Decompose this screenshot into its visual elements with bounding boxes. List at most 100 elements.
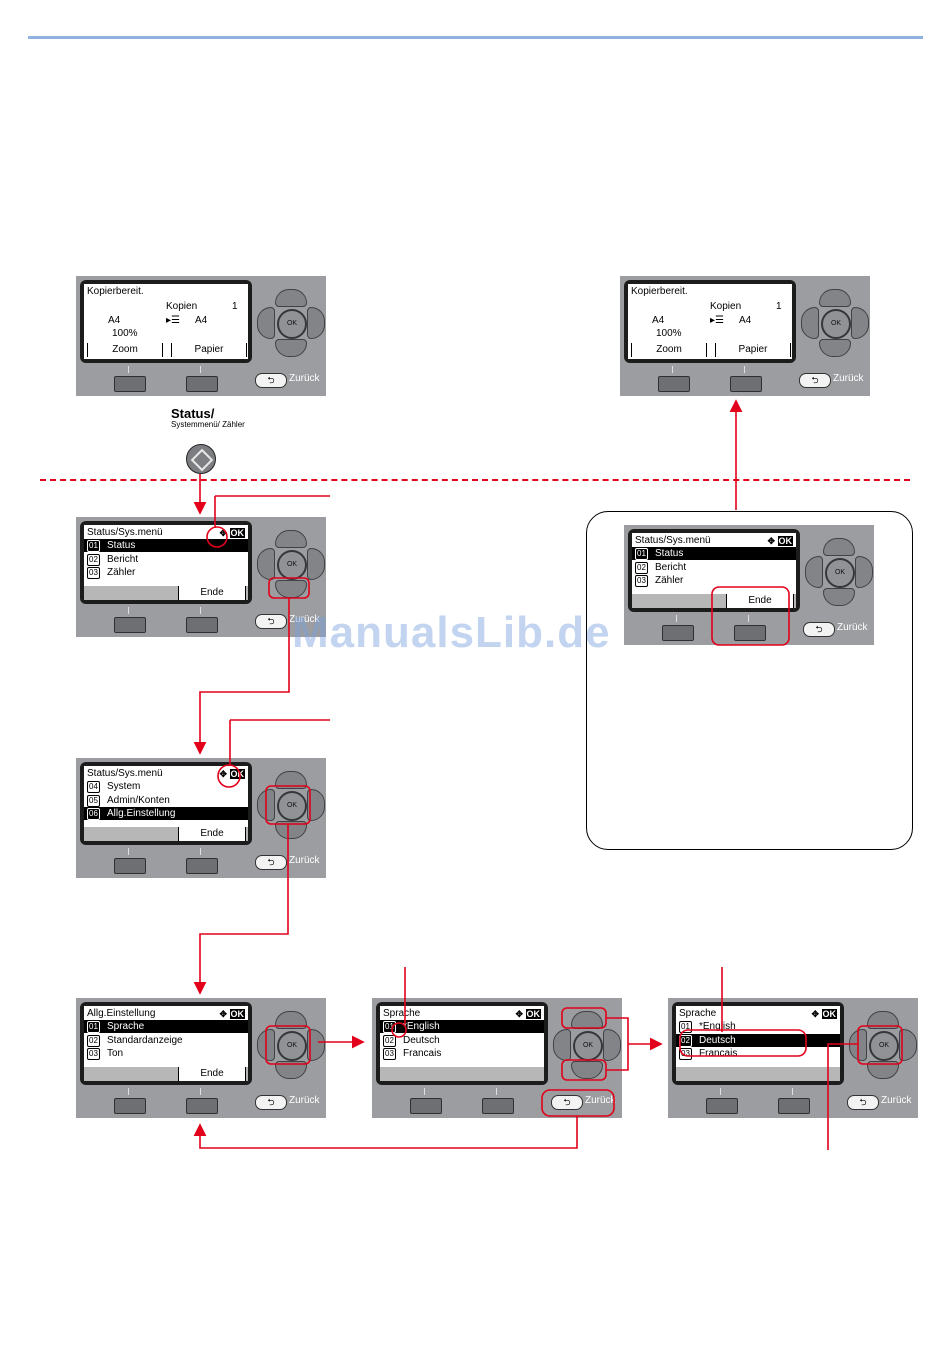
ok-key[interactable]: OK <box>869 1031 899 1061</box>
row-number: 06 <box>87 808 100 820</box>
softkey-left[interactable] <box>114 376 146 392</box>
screen-title: Status/Sys.menü <box>87 768 163 779</box>
menu-row[interactable]: 01 Status <box>632 547 796 560</box>
left-paper: A4 <box>652 315 665 326</box>
row-number: 01 <box>635 548 648 560</box>
softkey-right[interactable] <box>186 858 218 874</box>
softkey-right[interactable] <box>186 1098 218 1114</box>
row-label: Francais <box>699 1048 738 1059</box>
callout-box <box>586 511 913 850</box>
back-button[interactable]: ⮌ <box>255 1095 287 1110</box>
softkey-left[interactable] <box>114 617 146 633</box>
screen-title: Status/Sys.menü <box>635 535 711 546</box>
ok-key[interactable]: OK <box>277 791 307 821</box>
ok-key[interactable]: OK <box>821 309 851 339</box>
menu-row[interactable]: 06 Allg.Einstellung <box>84 807 248 820</box>
right-paper: A4 <box>739 315 752 326</box>
ok-key[interactable]: OK <box>277 1031 307 1061</box>
row-number: 02 <box>635 561 648 574</box>
softkey-right[interactable] <box>482 1098 514 1114</box>
softkey-left[interactable] <box>662 625 694 641</box>
screen-title: Allg.Einstellung <box>87 1008 156 1019</box>
softkey-left[interactable] <box>410 1098 442 1114</box>
row-label: Status <box>655 548 684 559</box>
copies-value: 1 <box>232 301 238 312</box>
menu-row[interactable]: 01*English <box>380 1020 544 1033</box>
menu-row[interactable]: 02 Standardanzeige <box>84 1034 248 1047</box>
row-number: 03 <box>635 575 648 587</box>
back-button[interactable]: ⮌ <box>255 614 287 629</box>
softkey-left[interactable] <box>658 376 690 392</box>
back-label: Zurück <box>833 373 864 384</box>
row-number: 02 <box>87 1034 100 1047</box>
screen-title: Kopierbereit. <box>87 286 144 297</box>
row-label: Standardanzeige <box>107 1034 183 1046</box>
ok-key[interactable]: OK <box>277 550 307 580</box>
back-button[interactable]: ⮌ <box>255 855 287 870</box>
right-paper: A4 <box>195 315 208 326</box>
softkey-right[interactable] <box>186 617 218 633</box>
row-label: Zähler <box>107 567 136 578</box>
copies-label: Kopien <box>710 301 742 312</box>
row-number: 02 <box>87 553 100 566</box>
softkey-bar: Ende <box>84 1067 248 1081</box>
row-number: 02 <box>383 1034 396 1047</box>
dpad: OK <box>257 289 325 357</box>
row-label: *English <box>699 1021 736 1032</box>
back-button[interactable]: ⮌ <box>847 1095 879 1110</box>
dashed-separator <box>40 479 910 481</box>
dpad: OK <box>257 771 325 839</box>
softkey-right[interactable] <box>734 625 766 641</box>
screen-title: Status/Sys.menü <box>87 527 163 538</box>
softkey-right[interactable] <box>730 376 762 392</box>
back-label: Zurück <box>289 373 320 384</box>
zoom-value: 100% <box>112 328 138 339</box>
header-rule <box>28 36 923 39</box>
back-button[interactable]: ⮌ <box>551 1095 583 1110</box>
menu-row[interactable]: 01*English <box>676 1020 840 1033</box>
softkey-label-ende: Ende <box>726 594 794 608</box>
nav-ok-icon: ✥ OK <box>767 536 793 546</box>
softkey-right[interactable] <box>186 376 218 392</box>
back-button[interactable]: ⮌ <box>255 373 287 388</box>
ok-key[interactable]: OK <box>277 309 307 339</box>
back-button[interactable]: ⮌ <box>799 373 831 388</box>
softkey-left[interactable] <box>114 858 146 874</box>
copies-value: 1 <box>776 301 782 312</box>
softkey-left[interactable] <box>114 1098 146 1114</box>
back-button[interactable]: ⮌ <box>803 622 835 637</box>
zoom-value: 100% <box>656 328 682 339</box>
ok-key[interactable]: OK <box>825 558 855 588</box>
back-label: Zurück <box>289 614 320 625</box>
softkey-right[interactable] <box>778 1098 810 1114</box>
row-label: Sprache <box>107 1021 145 1032</box>
status-key[interactable] <box>186 444 216 474</box>
row-label: Allg.Einstellung <box>107 808 176 819</box>
dpad: OK <box>801 289 869 357</box>
softkey-left[interactable] <box>706 1098 738 1114</box>
softkey-label-papier: Papier <box>171 343 247 357</box>
back-label: Zurück <box>881 1095 912 1106</box>
